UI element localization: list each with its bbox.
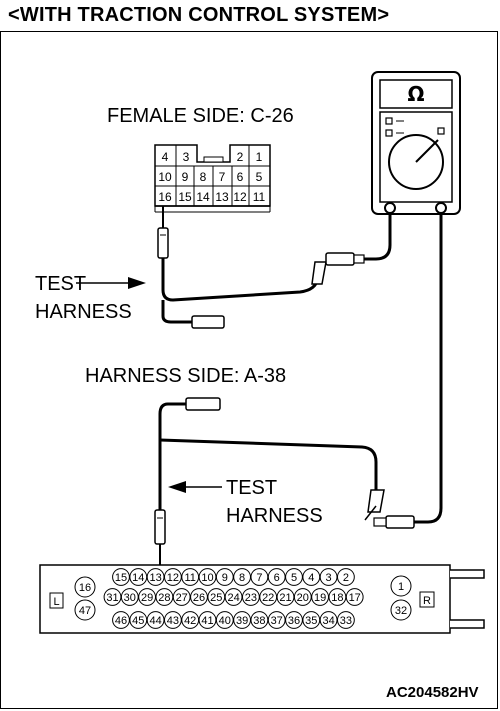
a38-pin-circle xyxy=(293,588,312,606)
c26-pin: 12 xyxy=(233,190,247,204)
ohmmeter-icon: Ω xyxy=(371,71,461,215)
a38-pin: 30 xyxy=(124,592,136,604)
a38-pin: 2 xyxy=(343,572,349,584)
a38-pin-circle xyxy=(103,588,122,606)
a38-pin: 22 xyxy=(262,592,274,604)
a38-pin: 3 xyxy=(326,572,332,584)
test-harness-2-line1: TEST xyxy=(226,477,277,499)
a38-pin: 20 xyxy=(297,592,309,604)
c26-pin: 2 xyxy=(237,150,244,164)
a38-pin: 8 xyxy=(239,572,245,584)
a38-pin: 11 xyxy=(184,572,195,584)
a38-pin: 31 xyxy=(106,592,118,604)
a38-pin-circle xyxy=(250,611,269,629)
page-title: <WITH TRACTION CONTROL SYSTEM> xyxy=(8,4,390,26)
a38-pin-circle xyxy=(112,568,130,586)
c26-pin: 7 xyxy=(219,170,226,184)
ohm-symbol: Ω xyxy=(407,82,424,106)
a38-pin: 46 xyxy=(115,615,127,627)
a38-pin-circle xyxy=(250,568,269,586)
c26-pin: 13 xyxy=(215,190,229,204)
a38-pin: 40 xyxy=(219,615,231,627)
a38-pin: 24 xyxy=(227,592,239,604)
c26-pin: 8 xyxy=(200,170,207,184)
a38-pin: 19 xyxy=(314,592,326,604)
a38-pin: 12 xyxy=(167,572,179,584)
a38-pin: 29 xyxy=(141,592,153,604)
a38-pin-circle xyxy=(112,611,130,629)
c26-pin: 11 xyxy=(253,190,266,204)
a38-pin: 17 xyxy=(349,592,361,604)
c26-pin: 3 xyxy=(183,150,190,164)
a38-pin-circle xyxy=(337,568,355,586)
a38-pin: 5 xyxy=(291,572,297,584)
c26-pin: 6 xyxy=(237,170,244,184)
a38-pin: 34 xyxy=(322,615,334,627)
connector-c26: 4 3 2 1 10 9 8 7 6 5 16 15 14 13 12 11 xyxy=(154,144,271,213)
a38-pin: 38 xyxy=(253,615,265,627)
a38-pin-circle xyxy=(345,588,364,606)
c26-pin: 1 xyxy=(256,150,263,164)
arrow-icon xyxy=(168,481,222,493)
c26-pin: 5 xyxy=(256,170,263,184)
a38-pin: 13 xyxy=(149,572,161,584)
a38-pin: 37 xyxy=(271,615,283,627)
a38-pin: 42 xyxy=(184,615,196,627)
harness-side-label: HARNESS SIDE: A-38 xyxy=(85,365,286,387)
a38-pin: 44 xyxy=(149,615,161,627)
c26-pin: 14 xyxy=(196,190,210,204)
a38-pin: 36 xyxy=(288,615,300,627)
test-harness-1-line2: HARNESS xyxy=(35,301,132,323)
a38-pin: 21 xyxy=(279,592,291,604)
a38-pin: 47 xyxy=(79,605,91,617)
diagram-frame xyxy=(0,31,498,709)
test-harness-lower xyxy=(154,213,443,568)
c26-pin: 4 xyxy=(162,150,169,164)
a38-pin: 7 xyxy=(256,572,262,584)
a38-left-tag: L xyxy=(53,596,59,608)
a38-pin-circle xyxy=(302,568,321,586)
a38-pin-circle xyxy=(337,611,355,629)
a38-pin-circle xyxy=(242,588,260,606)
a38-pin-circle xyxy=(120,588,139,606)
a38-pin: 32 xyxy=(395,605,407,617)
female-side-label: FEMALE SIDE: C-26 xyxy=(107,105,294,127)
test-harness-1-line1: TEST xyxy=(35,273,86,295)
a38-pin-circle xyxy=(302,611,321,629)
a38-pin: 9 xyxy=(222,572,228,584)
a38-pin: 26 xyxy=(193,592,205,604)
a38-pin: 23 xyxy=(245,592,257,604)
c26-pin: 15 xyxy=(178,190,192,204)
c26-pin: 9 xyxy=(182,170,189,184)
test-harness-2-line2: HARNESS xyxy=(226,505,323,527)
a38-pin: 39 xyxy=(236,615,248,627)
a38-pin: 15 xyxy=(115,572,127,584)
figure-code: AC204582HV xyxy=(386,684,479,701)
a38-pin: 6 xyxy=(274,572,280,584)
a38-pin: 28 xyxy=(158,592,170,604)
a38-pin-circle xyxy=(328,588,347,606)
a38-pin: 45 xyxy=(132,615,144,627)
c26-pin: 10 xyxy=(158,170,172,184)
a38-pin: 35 xyxy=(305,615,317,627)
a38-pin: 43 xyxy=(167,615,179,627)
a38-pin: 1 xyxy=(398,581,404,593)
a38-pin: 41 xyxy=(201,615,213,627)
a38-pin: 16 xyxy=(79,582,91,594)
a38-right-tag: R xyxy=(423,595,431,607)
c26-pin: 16 xyxy=(158,190,172,204)
a38-pin: 33 xyxy=(340,615,352,627)
a38-pin: 27 xyxy=(176,592,188,604)
a38-pin: 14 xyxy=(132,572,144,584)
a38-pin: 25 xyxy=(210,592,222,604)
a38-pin: 4 xyxy=(308,572,314,584)
arrow-icon xyxy=(76,277,146,289)
a38-pin: 18 xyxy=(331,592,343,604)
a38-pin: 10 xyxy=(201,572,213,584)
test-harness-upper xyxy=(157,206,392,329)
